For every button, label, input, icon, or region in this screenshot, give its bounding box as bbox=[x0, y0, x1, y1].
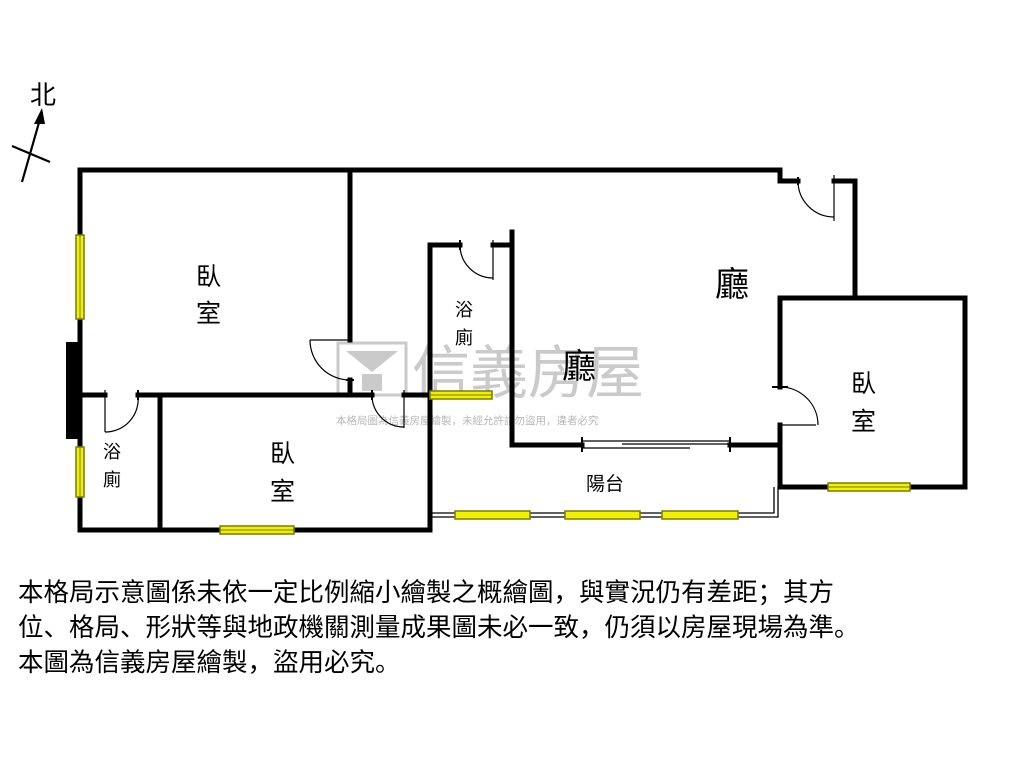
door-small-bath bbox=[104, 390, 139, 433]
label-bedroom-nw-2: 室 bbox=[196, 299, 221, 328]
label-bedroom-sw-2: 室 bbox=[270, 477, 295, 506]
label-bedroom-east-2: 室 bbox=[851, 407, 876, 436]
windows bbox=[75, 234, 911, 535]
door-center-bath bbox=[459, 240, 494, 280]
disclaimer-line-3: 本圖為信義房屋繪製，盜用必究。 bbox=[18, 648, 401, 678]
north-arrow-crossbar bbox=[11, 144, 51, 164]
north-arrow-head bbox=[34, 108, 45, 124]
balcony-sliding-door bbox=[581, 437, 731, 452]
door-nw-bedroom bbox=[309, 339, 354, 381]
door-entrance bbox=[797, 175, 835, 221]
door-east-bedroom bbox=[772, 386, 819, 426]
north-compass: 北 bbox=[11, 81, 56, 183]
label-balcony: 陽台 bbox=[586, 473, 624, 495]
disclaimer-line-1: 本格局示意圖係未依一定比例縮小繪製之概繪圖，與實況仍有差距；其方 bbox=[18, 578, 835, 608]
label-bedroom-nw-1: 臥 bbox=[196, 262, 221, 291]
door-sw-bedroom bbox=[371, 390, 405, 428]
window-balcony-2 bbox=[564, 510, 641, 520]
disclaimer: 本格局示意圖係未依一定比例縮小繪製之概繪圖，與實況仍有差距；其方 位、格局、形狀… bbox=[18, 576, 1008, 681]
watermark: 信義房屋 本格局圖為信義房屋繪製，未經允許請勿盜用，違者必究 bbox=[336, 339, 644, 427]
label-bedroom-sw-1: 臥 bbox=[270, 439, 295, 468]
doors bbox=[104, 175, 835, 433]
label-bath-small-1: 浴 bbox=[103, 442, 121, 463]
label-bath-center-1: 浴 bbox=[455, 300, 473, 321]
label-bedroom-east-1: 臥 bbox=[851, 369, 876, 398]
label-bath-center-2: 廁 bbox=[455, 327, 473, 349]
balcony-railing bbox=[430, 487, 779, 518]
north-label: 北 bbox=[30, 81, 56, 111]
west-wall-column bbox=[66, 342, 80, 439]
floor-plan: 北 信義房屋 本格局圖為信義房屋繪製，未經允許請勿盜用，違者必究 bbox=[11, 81, 968, 535]
watermark-notice: 本格局圖為信義房屋繪製，未經允許請勿盜用，違者必究 bbox=[336, 414, 599, 427]
window-balcony-1 bbox=[454, 510, 531, 520]
label-hall-inner: 廳 bbox=[562, 347, 596, 387]
room-labels: 臥 室 浴 廁 臥 室 浴 廁 廳 廳 臥 室 陽台 bbox=[103, 262, 876, 506]
label-hall-main: 廳 bbox=[715, 265, 749, 305]
disclaimer-line-2: 位、格局、形狀等與地政機關測量成果圖未必一致，仍須以房屋現場為準。 bbox=[18, 613, 860, 643]
window-balcony-3 bbox=[661, 510, 739, 520]
label-bath-small-2: 廁 bbox=[103, 469, 121, 491]
